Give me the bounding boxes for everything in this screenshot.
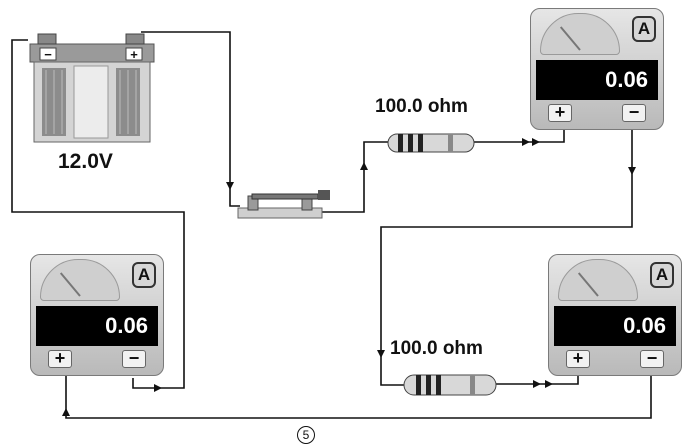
wire-resistor-1-to-ammeter-top [470, 130, 565, 143]
wire-ammeter-top-to-resistor-2 [380, 130, 633, 386]
arrow-icon [62, 408, 70, 416]
ammeter-reading: 0.06 [36, 306, 158, 346]
wire-switch-to-resistor-1 [318, 141, 392, 213]
battery-minus-symbol: − [44, 47, 52, 62]
wires [11, 31, 652, 419]
ammeter-bottom-left: A 0.06 + − [30, 254, 164, 376]
knife-switch[interactable] [237, 190, 330, 219]
figure-number: 5 [297, 426, 315, 444]
ammeter-negative-terminal: − [622, 103, 646, 122]
ammeter-top-right: A 0.06 + − [530, 8, 664, 130]
ammeter-reading: 0.06 [554, 306, 676, 346]
wire-return-loop [65, 370, 652, 419]
ammeter-bottom-right: A 0.06 + − [548, 254, 682, 376]
battery-terminal-positive [125, 33, 145, 45]
ammeter-unit-badge: A [650, 262, 674, 288]
arrow-icon [226, 182, 234, 190]
ammeter-reading: 0.06 [536, 60, 658, 100]
arrow-icon [545, 380, 553, 388]
arrow-icon [360, 162, 368, 170]
arrow-icon [522, 138, 530, 146]
ammeter-unit-badge: A [632, 16, 656, 42]
switch-base [237, 207, 323, 219]
arrow-icon [532, 138, 540, 146]
resistor-2 [403, 374, 497, 396]
resistor-1-label: 100.0 ohm [375, 96, 468, 117]
arrow-icon [377, 350, 385, 358]
wire-battery-pos-to-switch [141, 31, 240, 207]
resistor-2-label: 100.0 ohm [390, 338, 483, 359]
arrow-icon [533, 380, 541, 388]
ammeter-negative-terminal: − [640, 349, 664, 368]
battery-terminal-negative [37, 33, 57, 45]
ammeter-unit-badge: A [132, 262, 156, 288]
switch-blade [251, 193, 319, 200]
ammeter-positive-terminal: + [566, 349, 590, 368]
arrow-icon [628, 167, 636, 175]
arrow-icon [154, 384, 162, 392]
ammeter-negative-terminal: − [122, 349, 146, 368]
ammeter-positive-terminal: + [48, 349, 72, 368]
battery: − + [29, 33, 155, 143]
current-arrows [62, 138, 636, 416]
wire-battery-neg-to-left-ammeter [11, 39, 185, 389]
resistor-1 [387, 133, 475, 153]
battery-voltage-label: 12.0V [58, 150, 113, 173]
battery-plus-symbol: + [130, 47, 138, 62]
switch-handle [318, 190, 330, 200]
ammeter-positive-terminal: + [548, 103, 572, 122]
